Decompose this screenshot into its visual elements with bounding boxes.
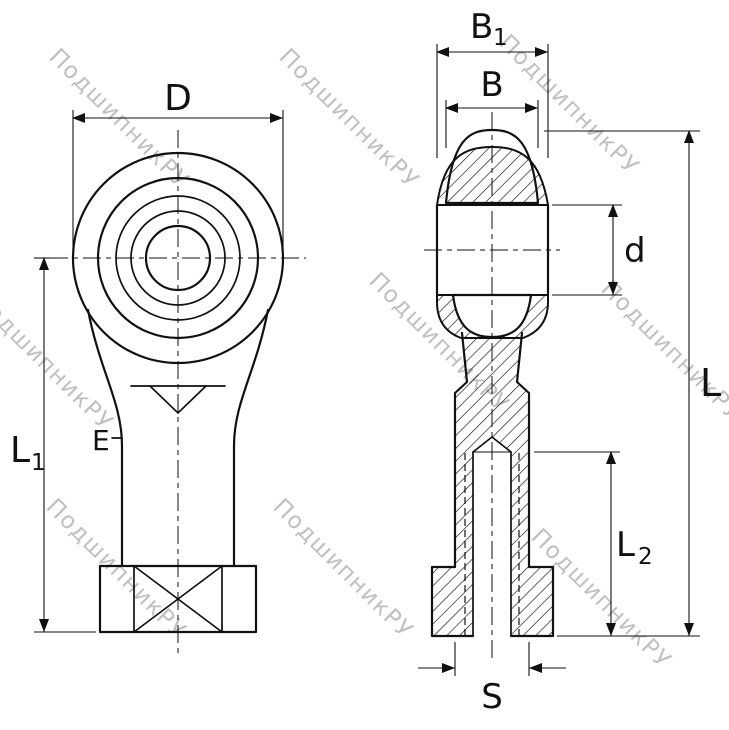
shank-right-outline: [509, 331, 555, 638]
side-view: [424, 112, 560, 662]
dim-B-label: B: [480, 65, 503, 105]
shank-left-wall-hatch: [432, 452, 473, 636]
shank-right-wall-hatch: [511, 452, 553, 636]
watermark-text: ПодшипникРУ: [0, 286, 118, 436]
shank-left-outline: [430, 331, 475, 638]
dim-L2-label: L: [616, 525, 635, 565]
watermark-text: ПодшипникРУ: [41, 494, 191, 644]
dim-S-label: S: [481, 677, 503, 717]
front-view-dimensions: D L 1 E: [10, 78, 284, 633]
mark-E-label: E: [92, 424, 110, 457]
dim-D-label: D: [164, 78, 192, 119]
dim-L-label: L: [700, 361, 721, 405]
watermark-text: ПодшипникРУ: [268, 494, 418, 644]
dim-B1-label: B: [470, 7, 493, 47]
drill-cone-right: [491, 436, 512, 453]
side-view-dimensions: B 1 B d L L 2 S: [418, 7, 721, 717]
dim-L1-label: L: [10, 430, 30, 471]
watermark-layer: ПодшипникРУ ПодшипникРУ ПодшипникРУ Подш…: [0, 30, 729, 674]
watermark-text: ПодшипникРУ: [274, 44, 424, 194]
cone-notch: [149, 385, 207, 415]
body-right-contour: [232, 308, 270, 568]
body-left-contour: [86, 308, 124, 568]
dim-d-label: d: [624, 231, 646, 271]
dim-L1-subscript: 1: [31, 450, 46, 476]
dim-L2-subscript: 2: [638, 544, 653, 570]
drill-cone-left: [472, 436, 493, 453]
front-view: [50, 130, 306, 656]
dim-B1-subscript: 1: [493, 25, 508, 51]
